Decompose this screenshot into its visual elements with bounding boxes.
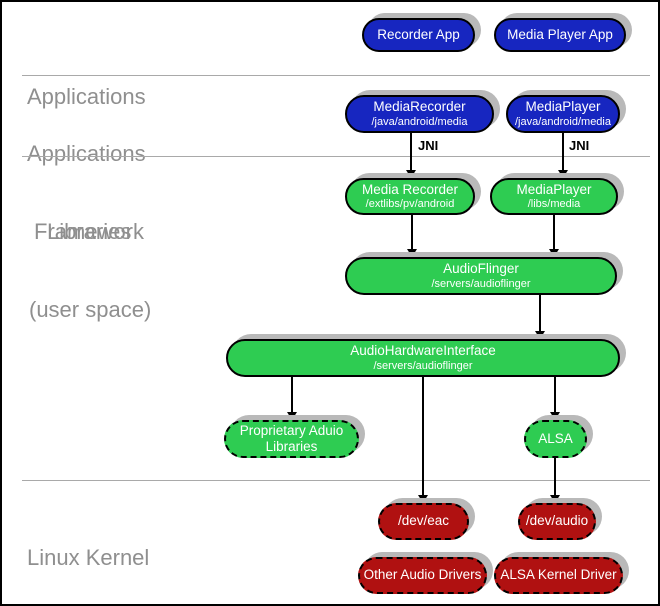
connector-mediaplayer-audioflinger: [549, 215, 559, 257]
node-dev-audio: /dev/audio: [518, 503, 596, 540]
arrowhead-down-icon: [558, 170, 568, 178]
node-dev-eac: /dev/eac: [378, 503, 469, 540]
arrowhead-down-icon: [406, 170, 416, 178]
divider-applications-framework: [22, 75, 650, 76]
node-title: ALSA Kernel Driver: [500, 567, 617, 583]
node-title: MediaRecorder: [373, 99, 466, 115]
node-media-recorder-library: Media Recorder /extlibs/pv/android: [345, 178, 475, 215]
node-audiohardwareinterface: AudioHardwareInterface /servers/audiofli…: [226, 339, 620, 377]
divider-framework-libraries: [22, 156, 650, 157]
section-label-line: Framework: [34, 219, 145, 244]
connector-line: [562, 133, 564, 170]
section-label-linux-kernel: Linux Kernel: [27, 493, 150, 604]
jni-label-left: JNI: [418, 138, 439, 153]
divider-libraries-kernel: [22, 480, 650, 481]
node-title: Recorder App: [377, 26, 460, 42]
node-proprietary-audio-libraries: Proprietary Aduio Libraries: [224, 420, 359, 458]
node-title: Proprietary Aduio: [239, 422, 344, 438]
node-subtitle: /servers/audioflinger: [431, 277, 531, 290]
node-title: Media Player App: [507, 26, 613, 42]
node-mediaplayer-framework: MediaPlayer /java/android/media: [506, 95, 620, 133]
jni-label-right: JNI: [569, 138, 590, 153]
node-mediarecorder-framework: MediaRecorder /java/android/media: [345, 95, 494, 133]
node-subtitle: /java/android/media: [371, 115, 468, 128]
node-title: Other Audio Drivers: [363, 567, 482, 583]
connector-mediarecorder-audioflinger: [407, 215, 417, 257]
node-subtitle: /java/android/media: [514, 115, 611, 128]
arrowhead-down-icon: [550, 495, 560, 503]
node-title: ALSA: [538, 430, 573, 446]
section-label-line: Linux Kernel: [27, 545, 150, 570]
node-subtitle: /libs/media: [527, 198, 581, 210]
connector-line: [554, 377, 556, 412]
connector-ahi-dev-eac: [418, 377, 428, 503]
section-label-applications: Applications: [27, 32, 146, 162]
section-label-line: Libraries: [47, 219, 132, 244]
connector-jni-left: [406, 133, 416, 178]
arrowhead-down-icon: [535, 331, 545, 339]
connector-jni-right: [558, 133, 568, 178]
arrowhead-down-icon: [549, 249, 559, 257]
node-other-audio-drivers: Other Audio Drivers: [358, 557, 487, 594]
connector-ahi-alsa: [550, 377, 560, 420]
connector-line: [411, 215, 413, 249]
node-subtitle: /servers/audioflinger: [373, 359, 473, 372]
node-recorder-app: Recorder App: [362, 18, 475, 52]
node-subtitle: Libraries: [265, 439, 318, 454]
connector-line: [553, 215, 555, 249]
connector-line: [539, 295, 541, 331]
node-title: MediaPlayer: [525, 99, 601, 115]
connector-audioflinger-ahi: [535, 295, 545, 339]
section-label-line: Applications: [27, 84, 146, 109]
node-audioflinger: AudioFlinger /servers/audioflinger: [345, 257, 617, 295]
node-media-player-app: Media Player App: [494, 18, 626, 52]
node-title: /dev/eac: [397, 513, 450, 529]
connector-line: [410, 133, 412, 170]
connector-ahi-proprietary: [287, 377, 297, 420]
node-subtitle: /extlibs/pv/android: [365, 198, 455, 210]
arrowhead-down-icon: [550, 412, 560, 420]
section-label-applications-framework: Applications Framework: [27, 89, 146, 297]
section-label-line: Applications: [27, 141, 146, 166]
section-label-libraries: Libraries (user space): [29, 167, 151, 375]
section-label-line: (user space): [29, 297, 152, 322]
node-title: AudioHardwareInterface: [350, 343, 496, 359]
arrowhead-down-icon: [418, 495, 428, 503]
connector-line: [554, 458, 556, 495]
node-title: Media Recorder: [361, 181, 459, 197]
arrowhead-down-icon: [407, 249, 417, 257]
arrowhead-down-icon: [287, 412, 297, 420]
node-alsa-kernel-driver: ALSA Kernel Driver: [494, 557, 623, 594]
connector-alsa-dev-audio: [550, 458, 560, 503]
node-title: MediaPlayer: [516, 181, 592, 197]
node-title: AudioFlinger: [443, 261, 519, 277]
node-mediaplayer-library: MediaPlayer /libs/media: [490, 178, 618, 215]
connector-line: [422, 377, 424, 495]
connector-line: [291, 377, 293, 412]
node-title: /dev/audio: [525, 513, 589, 529]
node-alsa: ALSA: [524, 420, 587, 458]
